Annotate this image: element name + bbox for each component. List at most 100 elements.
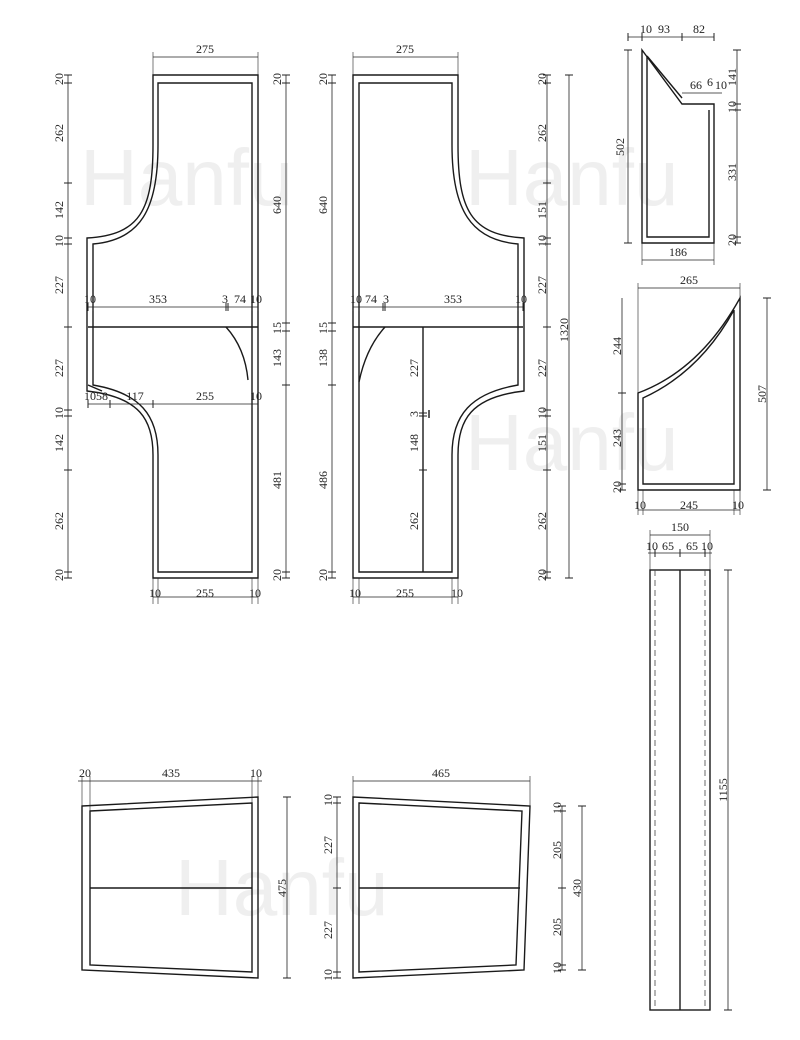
- dim-label: 10: [249, 586, 261, 600]
- dim-label: 353: [149, 292, 167, 306]
- dim-label: 10: [52, 407, 66, 419]
- dim-label: 151: [535, 434, 549, 452]
- dim-label: 227: [52, 276, 66, 294]
- dim-label: 151: [535, 201, 549, 219]
- dim-label: 227: [407, 359, 421, 377]
- dim-label: 227: [535, 359, 549, 377]
- dim-label: 275: [196, 42, 214, 56]
- dim-label: 10: [84, 292, 96, 306]
- dim-label: 205: [550, 841, 564, 859]
- dim-label: 243: [610, 429, 624, 447]
- pattern-piece-front-right: [352, 74, 525, 579]
- dim-label: 93: [658, 22, 670, 36]
- dim-label: 10: [350, 292, 362, 306]
- dim-label: 262: [52, 512, 66, 530]
- dim-label: 20: [316, 569, 330, 581]
- dim-label: 20: [52, 73, 66, 85]
- dim-label: 265: [680, 273, 698, 287]
- dim-label: 10: [550, 802, 564, 814]
- dim-label: 227: [535, 276, 549, 294]
- dim-label: 10: [321, 969, 335, 981]
- dim-label: 10: [535, 235, 549, 247]
- dim-label: 20: [79, 766, 91, 780]
- pattern-piece-3: [641, 47, 715, 244]
- dim-label: 262: [407, 512, 421, 530]
- dim-label: 353: [444, 292, 462, 306]
- dim-label: 255: [396, 586, 414, 600]
- dim-label: 20: [725, 234, 739, 246]
- dim-label: 465: [432, 766, 450, 780]
- dim-label: 148: [407, 434, 421, 452]
- dim-label: 143: [270, 349, 284, 367]
- dimensions-piece-6: 20 435 10 475: [78, 766, 291, 979]
- dim-label: 262: [52, 124, 66, 142]
- dim-label: 10: [715, 78, 727, 92]
- dim-label: 6: [707, 75, 713, 89]
- dim-label: 227: [321, 921, 335, 939]
- dim-label: 15: [270, 322, 284, 334]
- dimensions-piece-3: 10 93 82 66 6 10 502 141 10 331 20 186: [613, 22, 741, 265]
- dim-label: 20: [535, 73, 549, 85]
- dim-label: 10: [451, 586, 463, 600]
- dim-label: 20: [270, 73, 284, 85]
- dim-label: 3: [407, 411, 421, 417]
- dim-label: 10: [634, 498, 646, 512]
- dim-label: 435: [162, 766, 180, 780]
- dimensions-piece-7: 465 10 227 227 10 10 205 205 10 430: [321, 766, 586, 981]
- dim-label: 20: [52, 569, 66, 581]
- dim-label: 10: [535, 407, 549, 419]
- dim-label: 66: [690, 78, 702, 92]
- dim-label: 262: [535, 124, 549, 142]
- dim-label: 10: [646, 539, 658, 553]
- dim-label: 205: [550, 918, 564, 936]
- watermark: Hanfu: [465, 133, 678, 222]
- dim-label: 10: [732, 498, 744, 512]
- dim-label: 10: [149, 586, 161, 600]
- dim-label: 244: [610, 337, 624, 355]
- dim-label: 481: [270, 471, 284, 489]
- dim-label: 186: [669, 245, 687, 259]
- pattern-piece-7: [352, 796, 531, 979]
- dim-label: 10: [321, 794, 335, 806]
- dim-label: 10: [515, 292, 527, 306]
- dim-label: 82: [693, 22, 705, 36]
- dim-label: 10: [640, 22, 652, 36]
- dim-label: 10: [725, 101, 739, 113]
- dim-label: 486: [316, 471, 330, 489]
- dim-label: 10: [701, 539, 713, 553]
- dim-label: 74: [365, 292, 377, 306]
- dim-label: 1058: [84, 389, 108, 403]
- dim-label: 10: [250, 292, 262, 306]
- dim-label: 10: [250, 766, 262, 780]
- pattern-piece-5-strip: [649, 569, 711, 1011]
- dim-label: 10: [349, 586, 361, 600]
- dim-label: 430: [570, 879, 584, 897]
- dim-label: 20: [316, 73, 330, 85]
- dim-label: 20: [610, 481, 624, 493]
- pattern-piece-front-left: [86, 74, 259, 579]
- pattern-piece-6: [81, 796, 259, 979]
- dim-label: 227: [321, 836, 335, 854]
- dim-label: 65: [662, 539, 674, 553]
- dim-label: 255: [196, 389, 214, 403]
- dim-label: 10: [52, 235, 66, 247]
- dimensions-piece-2: 275 20 640 15 138 486 20 10 74 3 353 10 …: [316, 42, 573, 604]
- dim-label: 245: [680, 498, 698, 512]
- dim-label: 10: [250, 389, 262, 403]
- dim-label: 142: [52, 201, 66, 219]
- dim-label: 227: [52, 359, 66, 377]
- dim-label: 507: [755, 385, 769, 403]
- dim-label: 74: [234, 292, 246, 306]
- dim-label: 255: [196, 586, 214, 600]
- dim-label: 262: [535, 512, 549, 530]
- dim-label: 142: [52, 434, 66, 452]
- dim-label: 65: [686, 539, 698, 553]
- dim-label: 10: [550, 962, 564, 974]
- dim-label: 138: [316, 349, 330, 367]
- dim-label: 15: [316, 322, 330, 334]
- dim-label: 20: [535, 569, 549, 581]
- dim-label: 20: [270, 569, 284, 581]
- dim-label: 640: [316, 196, 330, 214]
- dim-label: 331: [725, 163, 739, 181]
